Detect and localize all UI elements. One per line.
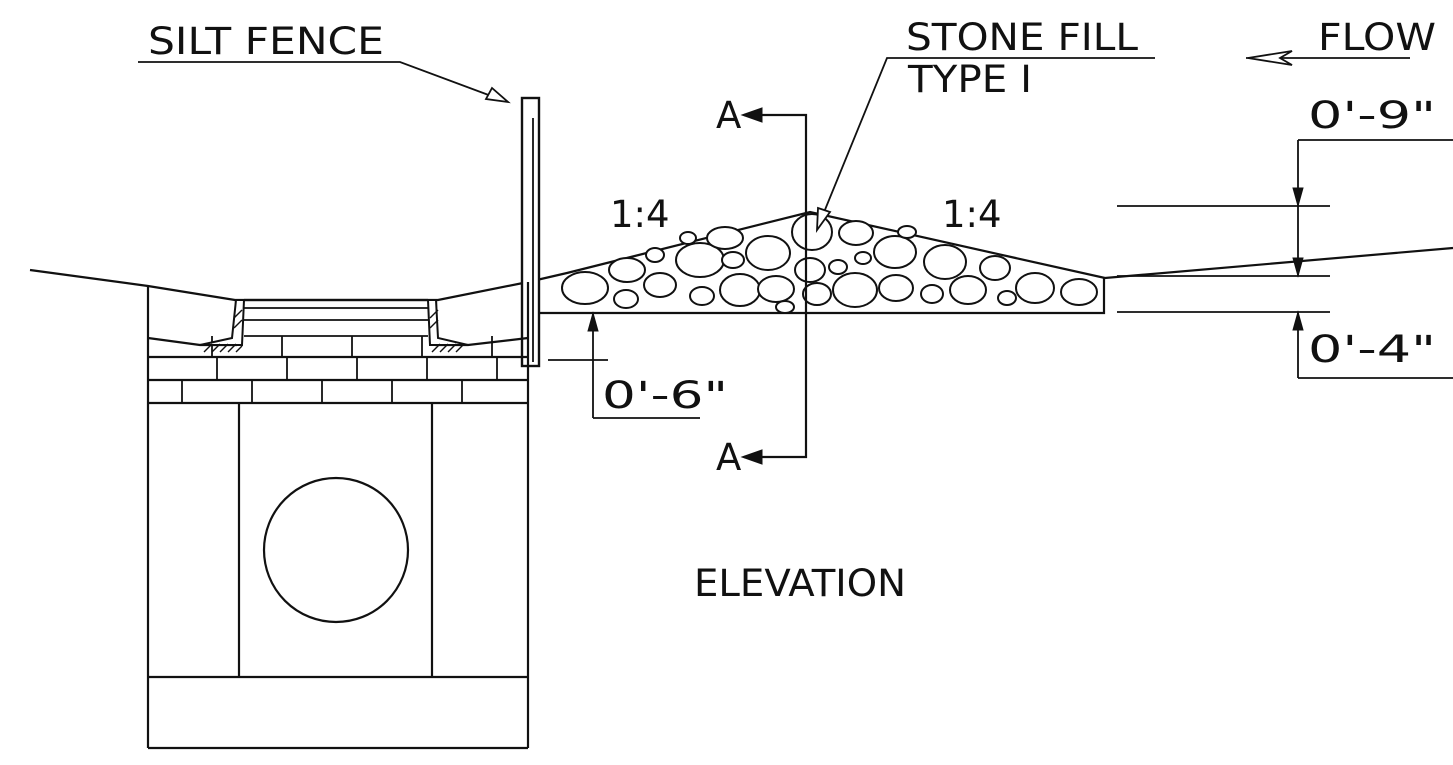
section-mark-top: A [716, 94, 741, 137]
inlet-structure [146, 282, 530, 750]
pipe-opening [262, 476, 410, 624]
flow-label: FLOW [1318, 16, 1436, 59]
dim-bottom-right-label: 0'-4" [1308, 328, 1436, 371]
silt-fence-label: SILT FENCE [148, 20, 384, 63]
stone-fill-label: STONE FILL [906, 16, 1138, 59]
section-mark-bottom: A [716, 436, 741, 479]
silt-fence-post [520, 96, 541, 368]
slope-right-label: 1:4 [942, 193, 1002, 236]
stone-fill-leader [815, 57, 1155, 233]
dim-top-right-label: 0'-9" [1308, 94, 1436, 137]
view-title: ELEVATION [694, 562, 906, 605]
stone-fill-type-label: TYPE I [907, 58, 1032, 101]
section-cut-line [740, 107, 808, 465]
dimension-left [548, 311, 700, 419]
dimension-right [1117, 139, 1453, 379]
dim-left-label: 0'-6" [602, 374, 728, 417]
silt-fence-leader [138, 61, 511, 104]
slope-left-label: 1:4 [610, 193, 670, 236]
flow-arrow [1246, 50, 1410, 66]
stone-fill-outline [528, 278, 1106, 315]
